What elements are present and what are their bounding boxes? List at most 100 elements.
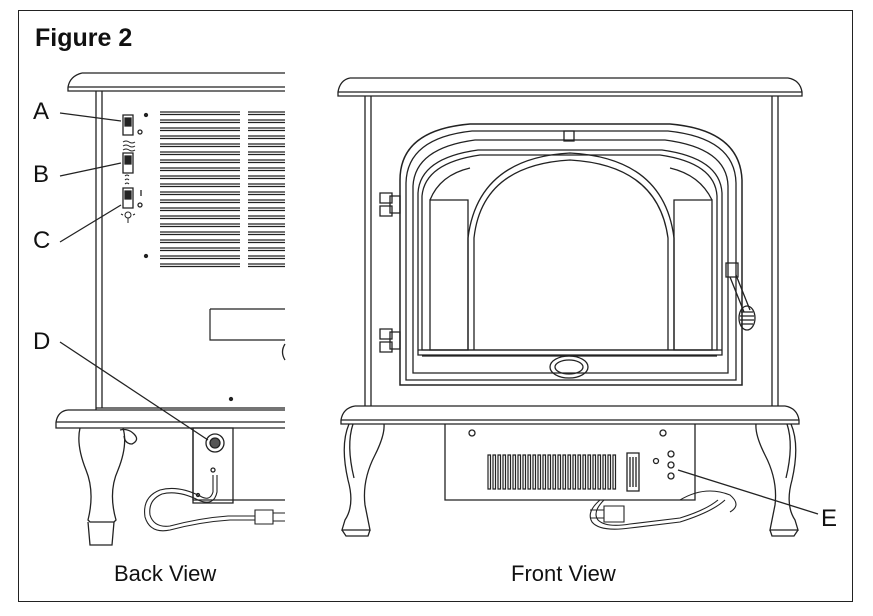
leader-b	[60, 163, 121, 176]
vent-slat	[160, 200, 240, 203]
heater-vent-slot	[513, 455, 516, 489]
switch-c-icon	[123, 188, 142, 208]
heater-vent-slot	[508, 455, 511, 489]
flame-light-icon	[121, 212, 135, 223]
heater-vent-slot	[523, 455, 526, 489]
door-frame	[400, 124, 742, 385]
heater-vent-slot	[603, 455, 606, 489]
vent-slat	[160, 128, 240, 131]
vent-slat	[160, 168, 240, 171]
vent-slat	[248, 160, 285, 163]
vent-slat	[160, 136, 240, 139]
vent-slat	[160, 152, 240, 155]
vent-slat	[248, 168, 285, 171]
vent-slat	[160, 192, 240, 195]
heater-vent-slot	[608, 455, 611, 489]
switch-b-icon	[123, 153, 133, 173]
heater-vent-slot	[533, 455, 536, 489]
leader-e	[678, 470, 818, 514]
heater-vent-slot	[593, 455, 596, 489]
heater-vent-slot	[518, 455, 521, 489]
heater-vent-slot	[538, 455, 541, 489]
leader-lines	[60, 113, 818, 514]
leader-a	[60, 113, 121, 121]
front-power-cord	[590, 491, 736, 529]
vent-slat	[248, 248, 285, 251]
heater-vent-slot	[488, 455, 491, 489]
vent-slat	[248, 184, 285, 187]
front-view-illustration	[338, 78, 802, 536]
vent-slat	[160, 176, 240, 179]
vent-slat	[248, 224, 285, 227]
vent-slat	[160, 264, 240, 267]
heat-symbol-icon	[123, 141, 135, 151]
vent-slat	[248, 192, 285, 195]
callout-e: E	[821, 505, 838, 532]
caption-back-view: Back View	[114, 561, 217, 586]
vent-slat	[160, 256, 240, 259]
vent-slat	[248, 120, 285, 123]
vent-slat	[160, 208, 240, 211]
heater-vent-slot	[578, 455, 581, 489]
vent-slat	[160, 144, 240, 147]
figure-title: Figure 2	[35, 24, 133, 52]
vent-slat	[248, 264, 285, 267]
heater-vent-slot	[563, 455, 566, 489]
heater-vent-slot	[613, 455, 616, 489]
heater-vent-slot	[568, 455, 571, 489]
vent-slat	[248, 136, 285, 139]
door-hinge-bottom	[380, 329, 400, 352]
heater-box	[445, 424, 695, 500]
heater-vent-slot	[558, 455, 561, 489]
vent-slat	[248, 144, 285, 147]
callout-b: B	[33, 161, 50, 188]
rear-vent-grille	[160, 112, 285, 267]
vent-slat	[248, 152, 285, 155]
back-view-illustration	[56, 73, 285, 545]
callout-c: C	[33, 227, 51, 254]
heater-vent-slot	[548, 455, 551, 489]
leader-d	[60, 342, 208, 440]
vent-slat	[160, 160, 240, 163]
vent-slat	[248, 256, 285, 259]
door-hinge-top	[380, 193, 400, 216]
vent-slat	[248, 128, 285, 131]
heater-vent-slot	[553, 455, 556, 489]
leader-c	[60, 205, 121, 242]
callout-d: D	[33, 328, 51, 355]
door-handle	[726, 263, 755, 330]
heater-vent-grille	[488, 455, 616, 489]
heater-vent-slot	[543, 455, 546, 489]
figure-frame	[18, 10, 853, 602]
heater-vent-slot	[598, 455, 601, 489]
heater-vent-slot	[493, 455, 496, 489]
vent-slat	[160, 240, 240, 243]
heater-vent-slot	[528, 455, 531, 489]
heater-vent-slot	[588, 455, 591, 489]
vent-slat	[248, 216, 285, 219]
callout-a: A	[33, 98, 50, 125]
switch-a-icon	[123, 114, 148, 136]
back-leg	[79, 428, 137, 545]
heater-vent-slot	[573, 455, 576, 489]
caption-front-view: Front View	[511, 561, 616, 586]
vent-slat	[248, 200, 285, 203]
vent-slat	[160, 248, 240, 251]
vent-slat	[160, 224, 240, 227]
heater-vent-slot	[503, 455, 506, 489]
vent-slat	[160, 120, 240, 123]
heater-vent-slot	[498, 455, 501, 489]
vent-slat	[160, 112, 240, 115]
vent-slat	[248, 232, 285, 235]
front-controls-e	[654, 451, 675, 479]
front-leg-left	[342, 424, 384, 536]
vent-slat	[248, 240, 285, 243]
back-power-cord	[145, 475, 285, 531]
vent-slat	[248, 176, 285, 179]
vent-slat	[160, 232, 240, 235]
power-socket-d	[193, 428, 285, 503]
vent-slat	[160, 184, 240, 187]
vent-slat	[248, 112, 285, 115]
heater-vent-slot	[583, 455, 586, 489]
